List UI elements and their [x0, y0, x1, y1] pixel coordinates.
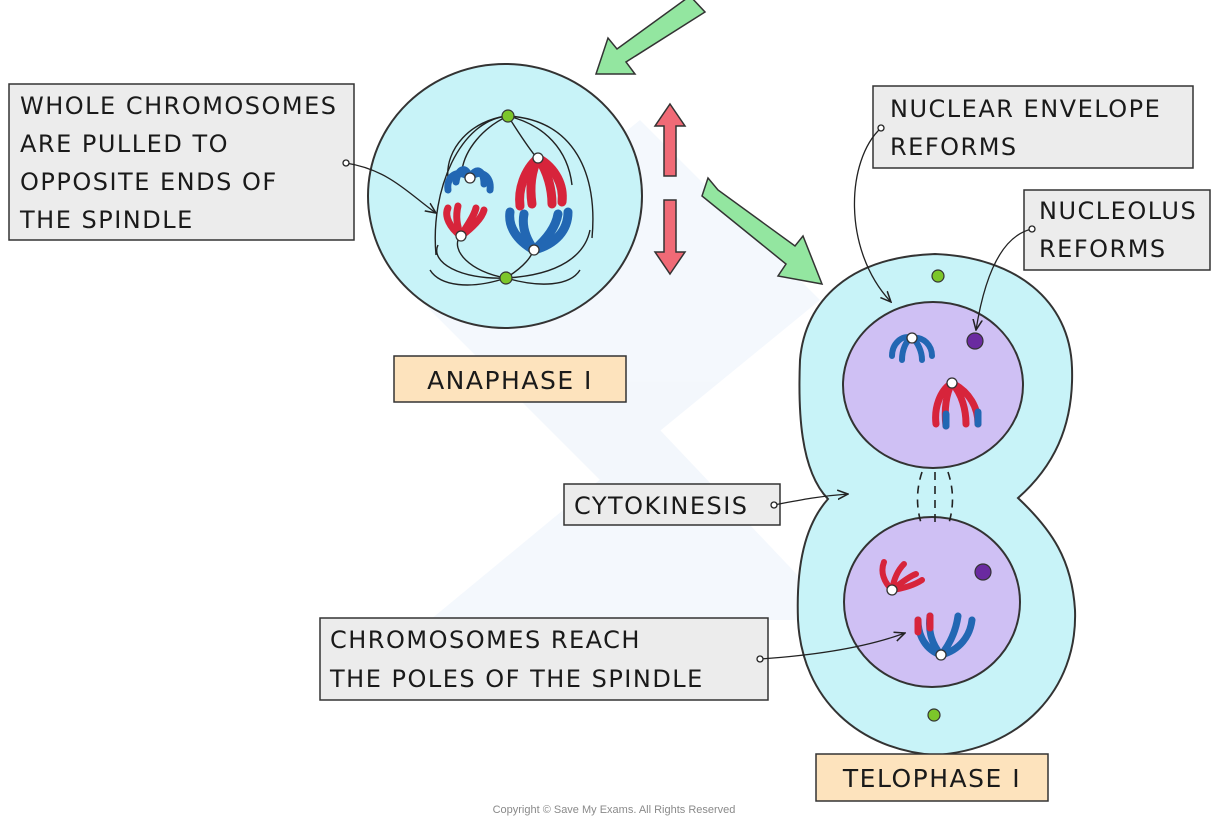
stage-label: TELOPHASE I — [842, 764, 1021, 793]
green-arrow-into-anaphase-icon — [594, 0, 707, 75]
green-arrow-to-telophase-icon — [701, 176, 824, 285]
label-line: ARE PULLED TO — [20, 130, 229, 158]
label-line: THE SPINDLE — [19, 206, 194, 234]
nucleus-top — [842, 301, 1024, 469]
centromere — [946, 377, 958, 389]
centromere — [532, 152, 544, 164]
label-line: OPPOSITE ENDS OF — [20, 168, 278, 196]
pink-double-arrow-icon — [653, 102, 687, 276]
label-cytokinesis: CYTOKINESIS — [563, 483, 781, 526]
centriole-top — [501, 109, 515, 123]
leader-dots — [342, 124, 1036, 663]
leader-lines — [345, 127, 1033, 660]
label-chromosomes-reach: CHROMOSOMES REACH THE POLES OF THE SPIND… — [319, 617, 769, 701]
label-nuclear-envelope: NUCLEAR ENVELOPE REFORMS — [872, 85, 1194, 169]
nucleus-bottom — [843, 516, 1021, 688]
centriole-bottom — [927, 708, 941, 722]
centromere — [886, 584, 898, 596]
nucleolus-bottom — [974, 563, 992, 581]
label-line: CHROMOSOMES REACH — [330, 626, 641, 654]
nucleolus-top — [966, 332, 984, 350]
stage-anaphase: ANAPHASE I — [393, 355, 627, 403]
stage-label: ANAPHASE I — [427, 366, 593, 395]
centromere — [906, 332, 918, 344]
label-line: REFORMS — [890, 133, 1018, 161]
copyright-text: Copyright © Save My Exams. All Rights Re… — [493, 804, 736, 816]
label-line: WHOLE CHROMOSOMES — [20, 92, 338, 120]
label-line: NUCLEOLUS — [1039, 197, 1197, 225]
label-line: THE POLES OF THE SPINDLE — [329, 665, 704, 693]
stage-telophase: TELOPHASE I — [815, 753, 1049, 802]
centriole-bottom — [499, 271, 513, 285]
anaphase-cell — [367, 63, 643, 329]
telophase-cell — [796, 252, 1077, 757]
centromere — [935, 649, 947, 661]
label-line: CYTOKINESIS — [574, 492, 749, 520]
label-line: NUCLEAR ENVELOPE — [890, 95, 1161, 123]
centromere — [455, 230, 467, 242]
label-line: REFORMS — [1039, 235, 1167, 263]
label-nucleolus: NUCLEOLUS REFORMS — [1023, 189, 1211, 271]
centromere — [464, 172, 476, 184]
label-whole-chromosomes: WHOLE CHROMOSOMES ARE PULLED TO OPPOSITE… — [8, 83, 355, 241]
cytokinesis-dashes — [916, 471, 954, 527]
centromere — [528, 244, 540, 256]
centriole-top — [931, 269, 945, 283]
